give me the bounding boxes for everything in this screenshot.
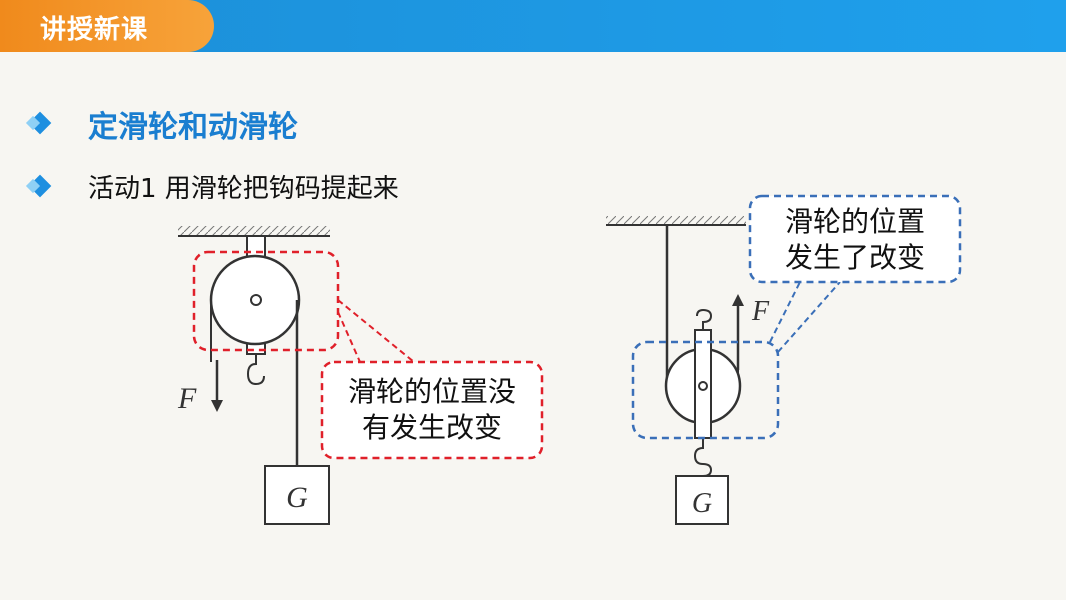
bullet-row-1: 定滑轮和动滑轮: [28, 102, 298, 146]
right-callout-text: 滑轮的位置 发生了改变: [750, 204, 960, 276]
left-callout-line-1: 滑轮的位置没: [347, 375, 516, 408]
force-arrow-head-icon: [732, 294, 744, 306]
blue-callout-pointer: [777, 281, 841, 353]
force-arrow-head-icon: [211, 400, 223, 412]
weight-box: [264, 465, 330, 525]
blue-callout-pointer: [769, 281, 801, 343]
right-weight-label: G: [692, 488, 712, 519]
left-force-label: F: [177, 382, 197, 415]
movable-pulley-diagram: [606, 194, 962, 525]
bullet-row-2: 活动1 用滑轮把钩码提起来: [28, 168, 399, 205]
right-force-label: F: [751, 296, 770, 327]
header-tab: [0, 0, 214, 52]
left-callout-text: 滑轮的位置没 有发生改变: [322, 374, 542, 446]
red-callout-pointer: [337, 299, 415, 363]
left-weight-label: G: [286, 481, 308, 514]
right-callout-line-2: 发生了改变: [784, 241, 925, 274]
red-callout-box: [320, 360, 544, 460]
pulley-axle: [250, 294, 262, 306]
hook-icon: [246, 354, 265, 386]
pulley-axle: [698, 381, 708, 391]
top-hook-icon: [696, 308, 713, 330]
bottom-hook-icon: [693, 438, 713, 477]
ceiling-hatch: [606, 216, 746, 225]
red-callout-pointer: [337, 311, 361, 363]
fixed-pulley-diagram: [178, 226, 544, 525]
blue-callout-box: [748, 194, 962, 284]
activity-heading: 活动1 用滑轮把钩码提起来: [88, 174, 399, 204]
header-title: 讲授新课: [40, 15, 149, 45]
weight-box: [675, 475, 729, 525]
left-callout-line-2: 有发生改变: [361, 411, 502, 444]
right-callout-line-1: 滑轮的位置: [784, 205, 925, 238]
blue-highlight-box: [631, 340, 780, 440]
ceiling-hatch: [178, 226, 330, 235]
section-heading: 定滑轮和动滑轮: [88, 110, 298, 145]
